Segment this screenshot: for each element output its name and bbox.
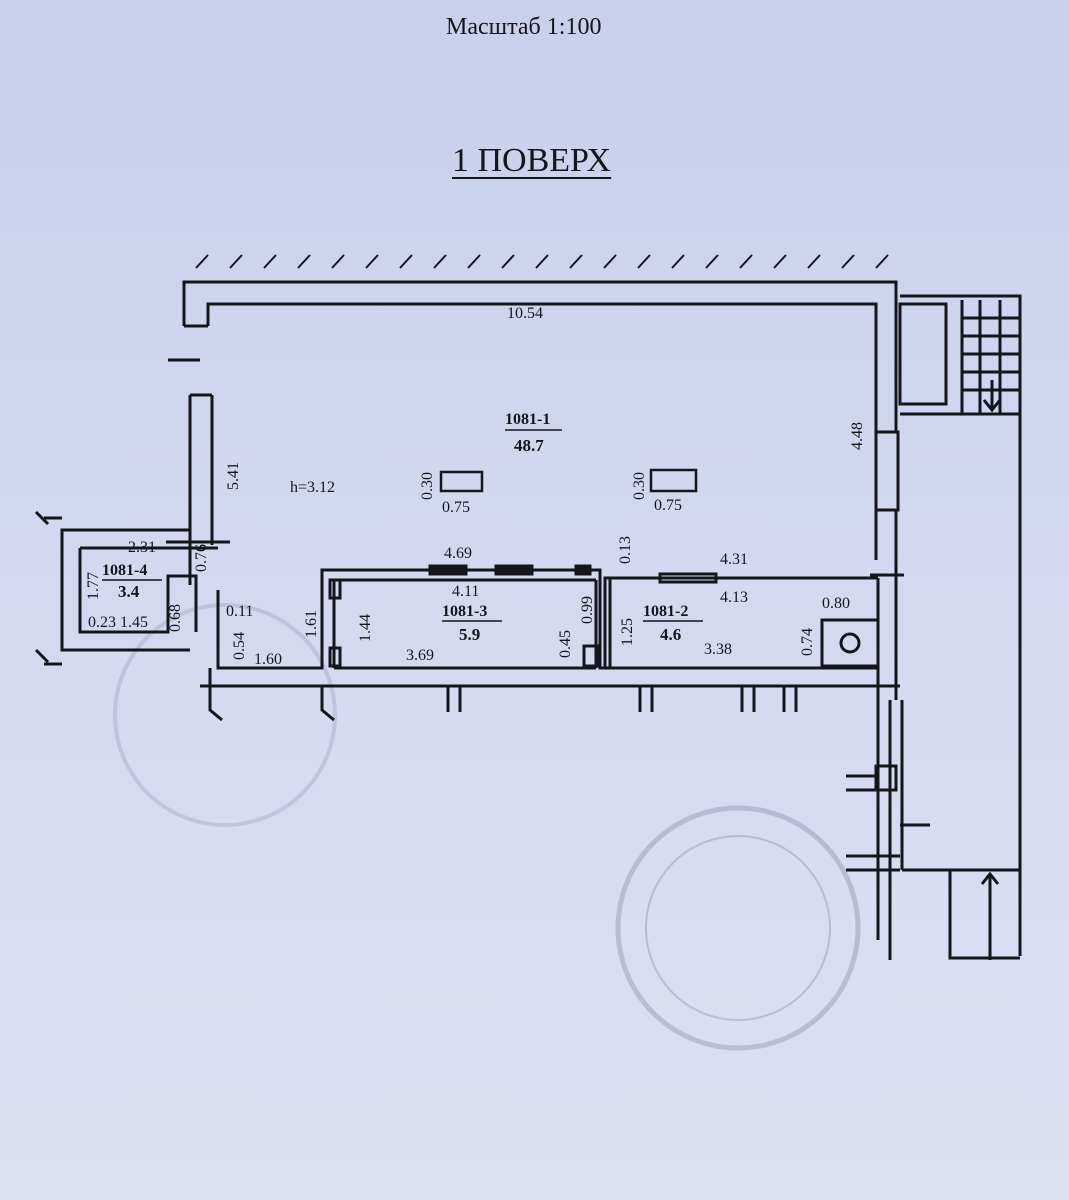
dim-corridor-d: 1.61 [303, 610, 320, 638]
dim-r2-left: 1.25 [619, 618, 636, 646]
dim-r4-left: 1.77 [85, 572, 102, 600]
room-1081-2-area: 4.6 [660, 625, 681, 644]
dim-r2-top: 4.13 [720, 589, 748, 606]
dim-column-left-w: 0.75 [442, 499, 470, 516]
outer-walls [34, 280, 1022, 960]
room-1081-1-id: 1081-1 [505, 411, 550, 428]
dim-r3-bottom: 3.69 [406, 647, 434, 664]
dim-corridor-b: 0.54 [231, 632, 248, 660]
dim-r3-top: 4.11 [452, 583, 479, 600]
dim-r4-top: 2.31 [128, 539, 156, 556]
dim-r4-wall: 0.76 [193, 544, 210, 572]
column-right [649, 468, 698, 493]
dim-column-right-h: 0.30 [631, 472, 648, 500]
column-left [439, 470, 484, 493]
faint-stamp-background [113, 603, 861, 1051]
room-1081-4-area: 3.4 [118, 582, 140, 601]
height-label: h=3.12 [290, 479, 335, 496]
internal-partitions [328, 564, 880, 700]
dim-right-wall: 4.48 [849, 422, 866, 450]
dim-r3-right: 0.99 [579, 596, 596, 624]
dim-column-right-w: 0.75 [654, 497, 682, 514]
room-1081-2-id: 1081-2 [643, 603, 688, 620]
dimension-labels: h=3.12 10.54 5.41 4.48 0.30 0.75 0.30 0.… [85, 305, 866, 668]
dim-corridor-c: 1.60 [254, 651, 282, 668]
dim-column-left-h: 0.30 [419, 472, 436, 500]
dim-partition-right: 4.31 [720, 551, 748, 568]
dim-r4-bottom-a: 0.23 [88, 614, 116, 631]
room-1081-4-id: 1081-4 [102, 562, 147, 579]
dim-r2-shaft: 0.80 [822, 595, 850, 612]
room-1081-3-id: 1081-3 [442, 603, 487, 620]
dim-left-wall: 5.41 [225, 462, 242, 490]
room-1081-1-area: 48.7 [514, 436, 544, 455]
floor-title: 1 ПОВЕРХ [452, 142, 612, 179]
scale-label: Масштаб 1:100 [446, 14, 602, 40]
dim-r3-left: 1.44 [357, 614, 374, 642]
room-1081-3-area: 5.9 [459, 625, 480, 644]
wall-hatching [195, 254, 889, 269]
dim-r2-bottom: 3.38 [704, 641, 732, 658]
dim-r4-right: 0.68 [167, 604, 184, 632]
dim-r2-right: 0.74 [799, 628, 816, 656]
dim-top-wall: 10.54 [507, 305, 543, 322]
columns [439, 468, 698, 493]
dim-partition-gap: 0.13 [617, 536, 634, 564]
dim-corridor-a: 0.11 [226, 603, 253, 620]
room-labels: 1081-1 48.7 1081-2 4.6 1081-3 5.9 1081-4… [102, 411, 703, 644]
dim-partition-mid: 4.69 [444, 545, 472, 562]
dim-r3-right-inner: 0.45 [557, 630, 574, 658]
dim-r4-bottom-b: 1.45 [120, 614, 148, 631]
